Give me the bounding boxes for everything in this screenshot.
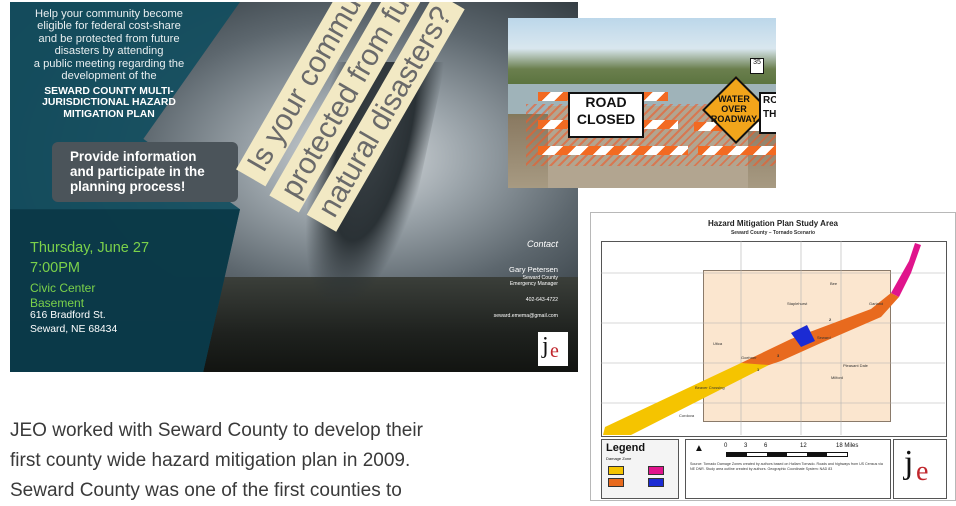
town-label: Pleasant Dale xyxy=(843,363,868,368)
poster-plan-name: SEWARD COUNTY MULTI- JURISDICTIONAL HAZA… xyxy=(18,86,200,120)
jeo-logo: j e xyxy=(538,332,568,366)
plan-name-line: MITIGATION PLAN xyxy=(63,108,155,120)
damage-zone-orange xyxy=(741,293,899,365)
road-closed-photo: ROAD CLOSED WATER OVER ROADWAY RO THR 35 xyxy=(508,18,776,188)
meeting-poster: Help your community become eligible for … xyxy=(10,2,578,372)
barricade-rail xyxy=(698,146,776,155)
cut-sign-line: THR xyxy=(763,109,776,120)
town-label: Beaver Crossing xyxy=(695,385,725,390)
zone-label: 2 xyxy=(829,317,832,322)
scale-tick: 12 xyxy=(800,443,807,449)
legend-swatch-magenta xyxy=(648,466,664,475)
sign-line: CLOSED xyxy=(576,111,636,127)
damage-zone-yellow xyxy=(603,353,771,435)
legend-swatch-blue xyxy=(648,478,664,487)
warning-line: WATER xyxy=(718,94,750,104)
intro-line: development of the xyxy=(61,70,157,83)
intro-line: a public meeting regarding the xyxy=(33,57,185,70)
map-legend: Legend Damage Zone xyxy=(601,439,679,499)
warning-sign-text: WATER OVER ROADWAY xyxy=(704,94,764,124)
tornado-path-overlay xyxy=(601,241,945,435)
paragraph-line: first county wide hazard mitigation plan… xyxy=(10,450,411,471)
town-label: Milford xyxy=(831,375,844,380)
intro-line: Help your community become xyxy=(35,8,183,20)
scale-tick: 0 xyxy=(724,443,728,449)
event-venue: Basement xyxy=(30,296,85,310)
hazard-study-area-map: Hazard Mitigation Plan Study Area Seward… xyxy=(590,212,956,501)
damage-zone-magenta xyxy=(891,243,921,297)
town-label: Garland xyxy=(869,301,884,306)
map-source-text: Source: Tornado Damage Zones created by … xyxy=(690,462,883,471)
cut-sign-line: RO xyxy=(763,95,776,106)
event-time: 7:00PM xyxy=(30,260,80,276)
town-label: Utica xyxy=(713,341,723,346)
scale-bar xyxy=(726,452,848,457)
plan-name-line: JURISDICTIONAL HAZARD xyxy=(42,97,176,109)
paragraph-line: Seward County was one of the first count… xyxy=(10,480,402,501)
callout-line: and participate in the xyxy=(70,164,205,179)
plan-name-line: SEWARD COUNTY MULTI- xyxy=(44,86,174,97)
warning-line: ROADWAY xyxy=(710,114,758,124)
logo-letter: e xyxy=(550,340,559,362)
scale-tick: 3 xyxy=(744,443,748,449)
map-subtitle: Seward County – Tornado Scenario xyxy=(730,230,816,236)
article-paragraph: JEO worked with Seward County to develop… xyxy=(10,416,570,506)
town-label: Cordova xyxy=(679,413,695,418)
intro-line: and be protected from future xyxy=(38,32,180,45)
scale-tick: 18 Miles xyxy=(836,443,859,449)
poster-event-panel xyxy=(10,209,240,372)
contact-name: Gary Petersen xyxy=(509,265,558,274)
contact-title: Seward County Emergency Manager xyxy=(498,275,558,287)
damage-zone-blue xyxy=(791,325,815,347)
poster-callout-text: Provide information and participate in t… xyxy=(70,149,240,194)
town-label: Staplehurst xyxy=(787,301,808,306)
event-address: Seward, NE 68434 xyxy=(30,324,118,335)
legend-swatch-orange xyxy=(608,478,624,487)
logo-letter: j xyxy=(904,444,914,481)
callout-line: planning process! xyxy=(70,179,186,194)
barricade-rail xyxy=(538,146,688,155)
road-lines xyxy=(601,241,945,435)
road-through-sign: RO THR xyxy=(759,92,776,134)
zone-label: 3 xyxy=(777,353,780,358)
sign-line: ROAD xyxy=(585,94,627,110)
map-jeo-logo: j e xyxy=(893,439,947,499)
event-address: 616 Bradford St. xyxy=(30,310,106,321)
contact-title-line: Seward County xyxy=(522,275,558,281)
legend-swatch-yellow xyxy=(608,466,624,475)
intro-line: eligible for federal cost-share xyxy=(37,20,181,33)
contact-title-line: Emergency Manager xyxy=(509,281,558,287)
zone-label: 1 xyxy=(757,367,760,372)
legend-title: Legend xyxy=(606,442,646,454)
poster-intro-text: Help your community become eligible for … xyxy=(18,8,200,82)
warning-line: OVER xyxy=(721,104,747,114)
town-label: Goehner xyxy=(741,355,757,360)
callout-line: Provide information xyxy=(70,149,197,164)
contact-heading: Contact xyxy=(526,239,558,249)
town-label: Seward xyxy=(817,335,831,340)
north-arrow-icon: ▲ xyxy=(694,443,704,454)
event-date: Thursday, June 27 xyxy=(30,240,150,256)
intro-line: disasters by attending xyxy=(54,45,164,58)
map-scale-block: ▲ 0 3 6 12 18 Miles Source: Tornado Dama… xyxy=(685,439,891,499)
paragraph-line: JEO worked with Seward County to develop… xyxy=(10,420,423,441)
poster-callout-box: Provide information and participate in t… xyxy=(52,142,238,202)
scale-tick: 6 xyxy=(764,443,768,449)
event-venue: Civic Center xyxy=(30,281,96,295)
road-closed-sign: ROAD CLOSED xyxy=(568,92,644,138)
logo-letter: j xyxy=(542,333,549,359)
logo-letter: e xyxy=(916,456,929,487)
map-title: Hazard Mitigation Plan Study Area xyxy=(708,219,838,228)
contact-email: seward.emema@gmail.com xyxy=(493,313,558,319)
speed-limit-sign: 35 xyxy=(750,58,764,74)
contact-phone: 402-643-4722 xyxy=(525,297,558,303)
legend-subtitle: Damage Zone xyxy=(606,456,632,461)
town-label: Bee xyxy=(830,281,838,286)
